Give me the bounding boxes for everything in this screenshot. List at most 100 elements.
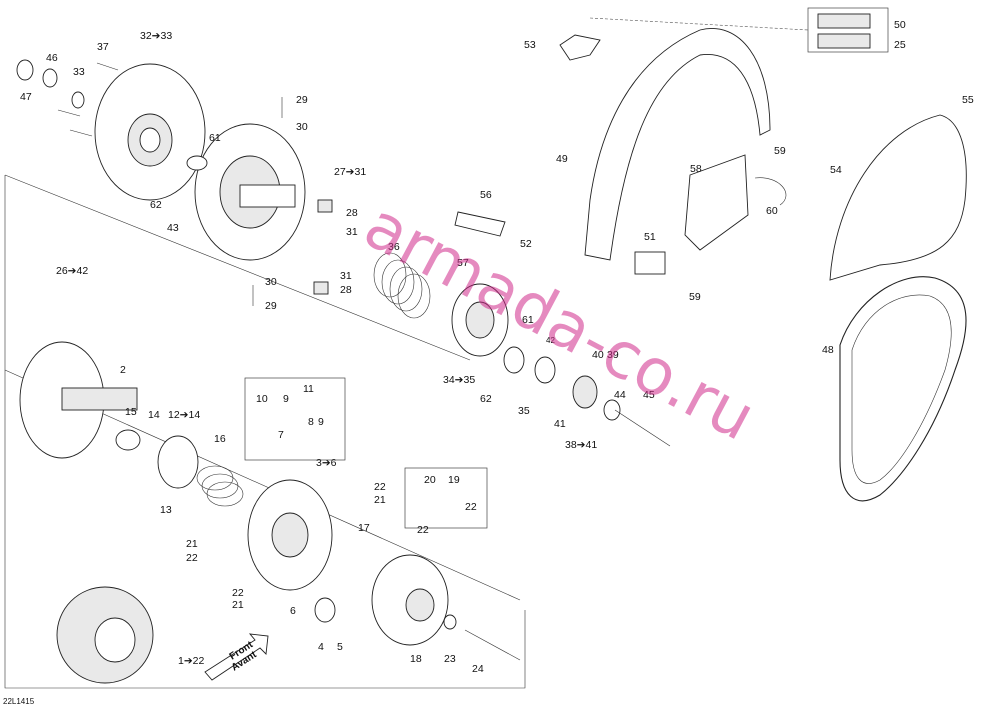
washer-44 (603, 399, 621, 421)
drive-shaft (61, 387, 138, 411)
spring-16 (196, 465, 244, 507)
screw-37b (57, 109, 81, 117)
callout-18: 18 (410, 653, 422, 665)
bushing-4 (314, 597, 336, 623)
bearing-15 (115, 429, 141, 451)
callout-7: 7 (278, 429, 284, 441)
callout-30b: 30 (265, 276, 277, 288)
callout-21b: 21 (186, 538, 198, 550)
drive-belt-inner (851, 294, 952, 484)
callout-60: 60 (766, 205, 778, 217)
callout-21c: 21 (232, 599, 244, 611)
driven-pulley-frame-line (4, 174, 471, 361)
callout-21a: 21 (374, 494, 386, 506)
callout-33: 33 (73, 66, 85, 78)
callout-31a: 31 (346, 226, 358, 238)
callout-16: 16 (214, 433, 226, 445)
belt-guard-assembly (454, 13, 967, 281)
callout-22d: 22 (417, 524, 429, 536)
slider-28a (317, 199, 333, 213)
label-leader-line (589, 17, 809, 31)
callout-31b: 31 (340, 270, 352, 282)
callout-24: 24 (472, 663, 484, 675)
warning-label-25 (817, 33, 871, 49)
callout-6: 6 (290, 605, 296, 617)
bearing-41 (572, 375, 598, 409)
bushing (186, 155, 208, 171)
pin-kit-box (404, 467, 488, 529)
pin-60 (754, 177, 787, 206)
bolt-45 (614, 409, 671, 447)
callout-8: 8 (308, 416, 314, 428)
moveable-sheave-hub (271, 512, 309, 558)
washer-33 (71, 91, 85, 109)
callout-45: 45 (643, 389, 655, 401)
callout-61b: 61 (522, 314, 534, 326)
belt-guard-49 (584, 28, 771, 261)
callout-59a: 59 (774, 145, 786, 157)
callout-42: 42 (546, 336, 555, 345)
belt-guard-cover-54 (829, 114, 967, 281)
washer-23 (443, 614, 457, 630)
callout-9b: 9 (318, 416, 324, 428)
callouts: 2 4 5 6 7 8 9 9 10 11 13 14 15 16 17 18 … (20, 19, 974, 675)
callout-4: 4 (318, 641, 324, 653)
hub-bore (139, 127, 161, 153)
front-direction-arrow: Front Avant (204, 633, 269, 681)
callout-14: 14 (148, 409, 160, 421)
callout-39: 39 (607, 349, 619, 361)
callout-30a: 30 (296, 121, 308, 133)
callout-62b: 62 (480, 393, 492, 405)
knob-53 (559, 34, 601, 61)
callout-40: 40 (592, 349, 604, 361)
callout-12-14: 12➔14 (168, 409, 200, 421)
callout-22a: 22 (374, 481, 386, 493)
governor-cup-hub (405, 588, 435, 622)
spider-12 (157, 435, 199, 489)
callout-61a: 61 (209, 132, 221, 144)
callout-36: 36 (388, 241, 400, 253)
arrow-shape (204, 633, 269, 681)
washer-46 (42, 68, 58, 88)
callout-48: 48 (822, 344, 834, 356)
washer-47 (16, 59, 34, 81)
callout-57: 57 (457, 257, 469, 269)
callout-55: 55 (962, 94, 974, 106)
callout-22b: 22 (186, 552, 198, 564)
screw-37a (96, 62, 119, 71)
drive-pulley-assembly (19, 341, 521, 684)
callout-15: 15 (125, 406, 137, 418)
callout-11: 11 (303, 383, 314, 395)
callout-9a: 9 (283, 393, 289, 405)
callout-46: 46 (46, 52, 58, 64)
callout-19: 19 (448, 474, 460, 486)
label-box (807, 7, 889, 53)
spring-36 (373, 252, 431, 319)
callout-54: 54 (830, 164, 842, 176)
callout-2: 2 (120, 364, 126, 376)
screw-37c (69, 129, 93, 137)
callout-17: 17 (358, 522, 370, 534)
callout-50: 50 (894, 19, 906, 31)
callout-10: 10 (256, 393, 268, 405)
callout-32-33: 32➔33 (140, 30, 172, 42)
callout-29a: 29 (296, 94, 308, 106)
driven-shaft (239, 184, 296, 208)
callout-34-35: 34➔35 (443, 374, 475, 386)
callout-5: 5 (337, 641, 343, 653)
callout-56: 56 (480, 189, 492, 201)
callout-37: 37 (97, 41, 109, 53)
slider-28b (313, 281, 329, 295)
drive-pulley-frame (4, 175, 526, 689)
callout-13: 13 (160, 504, 172, 516)
callout-23: 23 (444, 653, 456, 665)
driven-pulley-assembly (94, 63, 671, 447)
callout-27-31: 27➔31 (334, 166, 366, 178)
bolt-24 (464, 629, 521, 661)
callout-43: 43 (167, 222, 179, 234)
callout-26-42: 26➔42 (56, 265, 88, 277)
hardware-top-left (16, 59, 283, 306)
roller-kit-box (244, 377, 346, 461)
callout-53: 53 (524, 39, 536, 51)
